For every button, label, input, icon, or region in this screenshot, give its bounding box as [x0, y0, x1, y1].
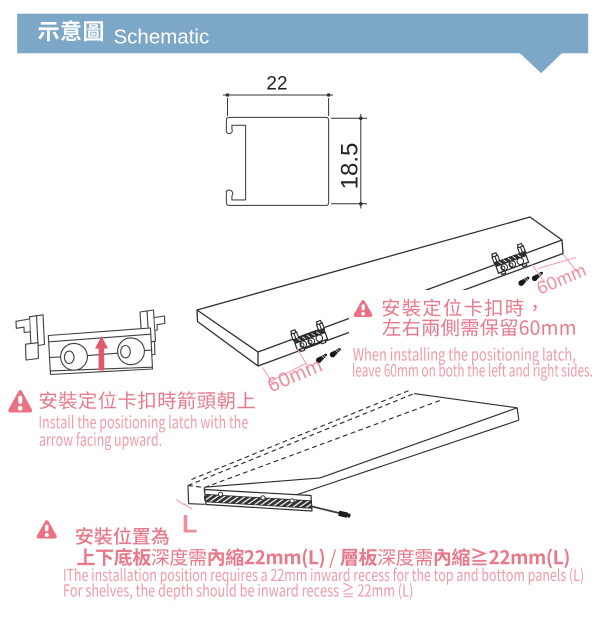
- svg-text:22: 22: [266, 74, 287, 95]
- svg-text:Schematic: Schematic: [114, 26, 210, 49]
- svg-text:L: L: [182, 511, 197, 539]
- svg-text:18.5: 18.5: [337, 143, 364, 190]
